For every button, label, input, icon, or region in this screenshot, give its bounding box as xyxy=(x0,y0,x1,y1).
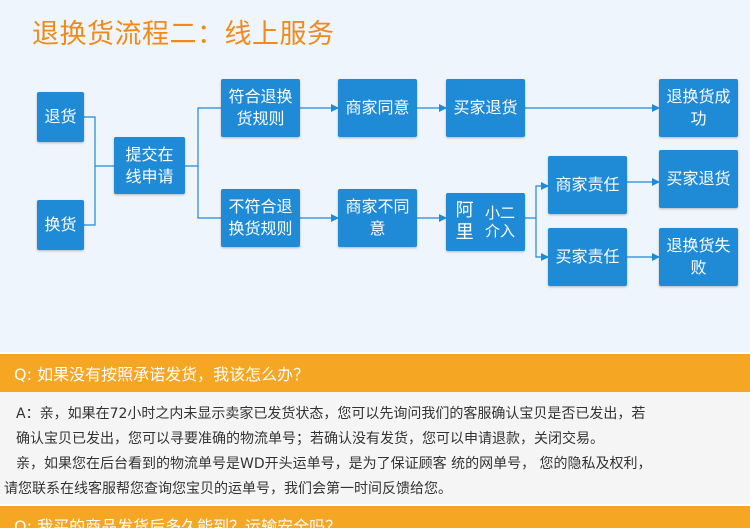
node-return: 退货 xyxy=(37,92,84,142)
answer-line: 请您联系在线客服帮您查询您宝贝的运单号，我们会第一时间反馈给您。 xyxy=(4,481,452,497)
answer-line: A：亲，如果在72小时之内未显示卖家已发货状态，您可以先询问我们的客服确认宝贝是… xyxy=(16,406,646,422)
flowchart-area: 退换货流程二：线上服务 xyxy=(0,0,750,352)
page-title: 退换货流程二：线上服务 xyxy=(32,19,335,50)
node-buyer-responsible: 买家责任 xyxy=(548,228,627,286)
ali-intervene-label: 小二介入 xyxy=(485,204,516,240)
connector-submit-split-2 xyxy=(197,166,221,219)
faq-answer-1: A：亲，如果在72小时之内未显示卖家已发货状态，您可以先询问我们的客服确认宝贝是… xyxy=(0,392,750,504)
node-merchant-responsible: 商家责任 xyxy=(548,156,627,214)
node-fail: 退换货失败 xyxy=(659,228,738,286)
faq-question-1: Q: 如果没有按照承诺发货，我该怎么办？ xyxy=(0,354,750,392)
ali-label: 阿里 xyxy=(455,200,474,243)
connector-ali-split xyxy=(525,182,549,219)
node-buyer-return-final: 买家退货 xyxy=(659,150,738,208)
connector-return xyxy=(84,116,114,167)
node-compliant: 符合退换货规则 xyxy=(221,79,300,137)
connector-ali-split-2 xyxy=(535,218,549,261)
connector-submit-split xyxy=(185,107,221,167)
node-merchant-disagree: 商家不同意 xyxy=(338,189,417,247)
node-exchange: 换货 xyxy=(37,200,84,250)
node-non-compliant: 不符合退换货规则 xyxy=(221,189,300,247)
answer-line: 确认宝贝已发出，您可以寻要准确的物流单号；若确认没有发货，您可以申请退款，关闭交… xyxy=(16,431,604,447)
answer-line: 亲，如果您在后台看到的物流单号是WD开头运单号，是为了保证顾客 统的网单号， 您… xyxy=(16,456,652,472)
faq-question-2: Q: 我买的商品发货后多久能到？运输安全吗？ xyxy=(0,506,750,528)
node-success: 退换货成功 xyxy=(659,79,738,137)
connector-exchange xyxy=(84,166,96,226)
node-buyer-return: 买家退货 xyxy=(446,79,525,137)
flow-connectors xyxy=(84,104,660,261)
node-merchant-agree: 商家同意 xyxy=(338,79,417,137)
node-submit-application: 提交在线申请 xyxy=(114,137,185,194)
node-ali-intervene: 阿里 小二介入 xyxy=(446,193,525,251)
